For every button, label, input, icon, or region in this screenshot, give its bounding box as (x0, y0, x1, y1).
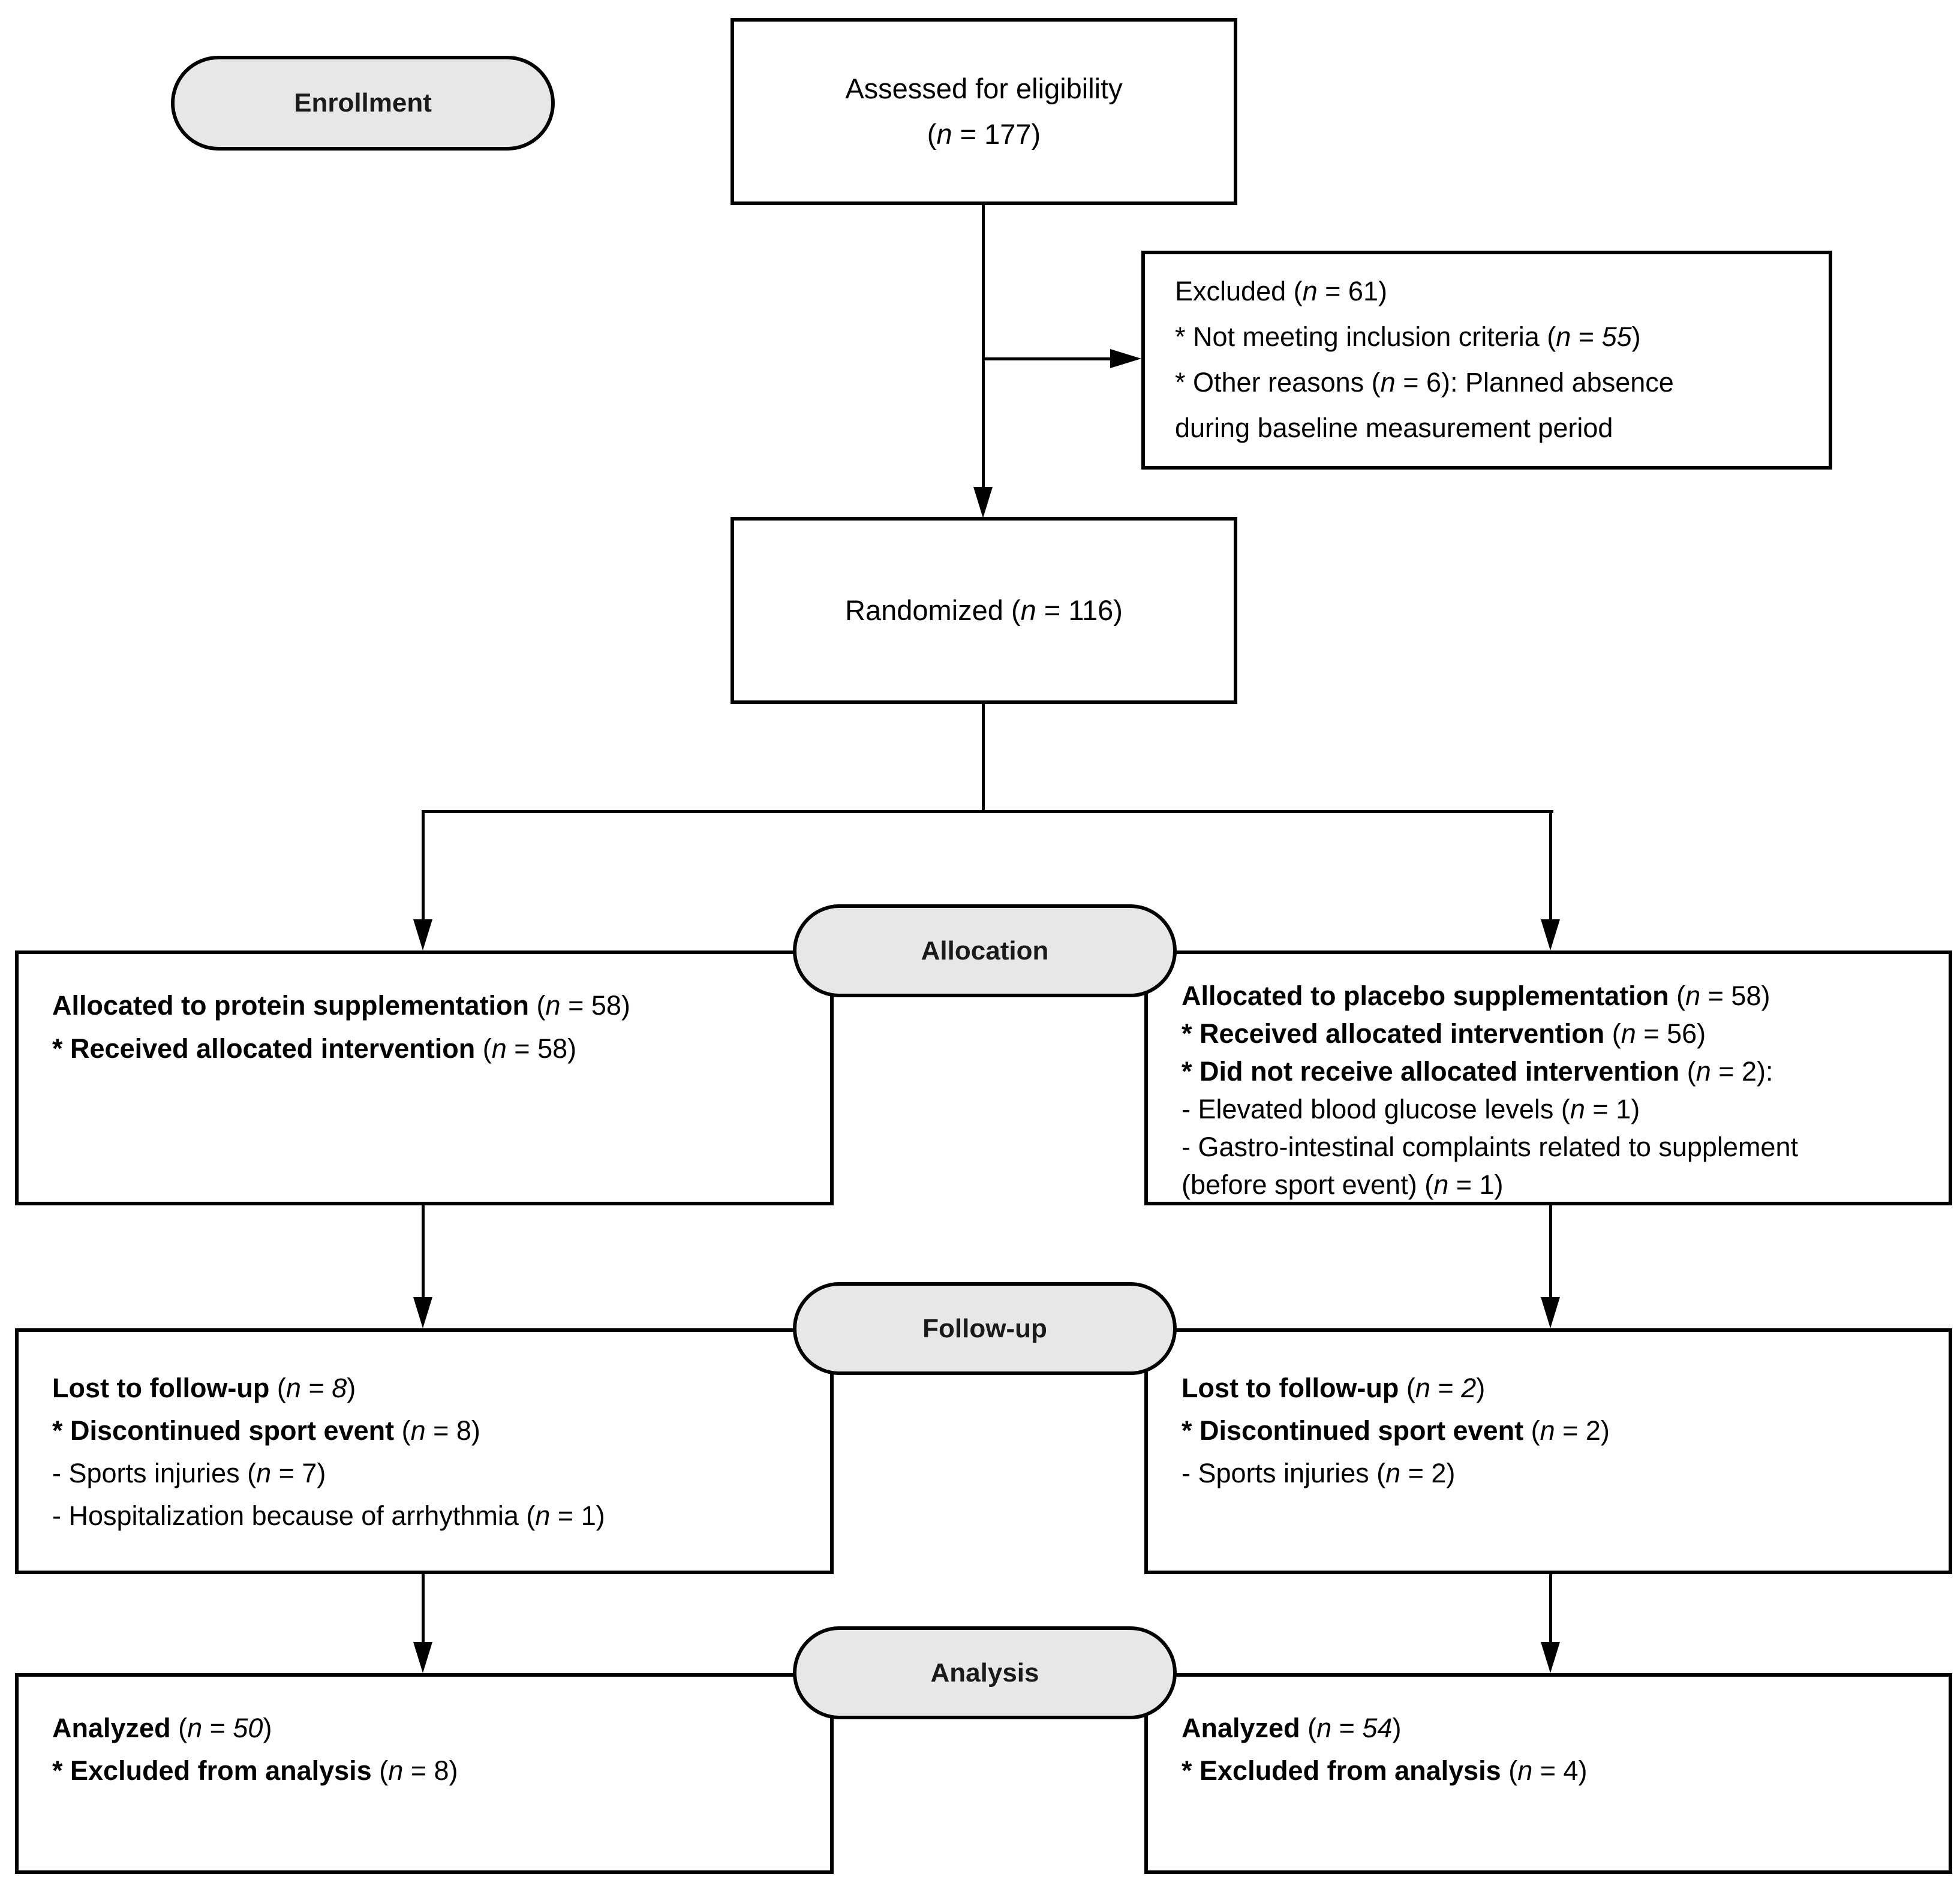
connector-alloc-to-followup-right (1549, 1205, 1552, 1298)
arrowhead-into-analysis-left (413, 1642, 432, 1673)
oval-enrollment-label: Enrollment (294, 88, 432, 118)
arrowhead-into-analysis-right (1541, 1642, 1560, 1673)
text-line: * Excluded from analysis (n = 8) (52, 1755, 458, 1786)
box-assessed-for-eligibility: Assessed for eligibility (n = 177) (731, 18, 1237, 205)
connector-branch-left (422, 810, 425, 921)
arrowhead-into-allocation-left (413, 919, 432, 950)
connector-randomized-down (982, 704, 985, 813)
arrowhead-into-followup-left (413, 1297, 432, 1328)
text-line: - Sports injuries (n = 2) (1182, 1458, 1456, 1488)
oval-followup-stage: Follow-up (793, 1282, 1177, 1375)
text-line: Analyzed (n = 54) (1182, 1713, 1402, 1743)
oval-allocation-stage: Allocation (793, 904, 1177, 997)
text-line: Allocated to protein supplementation (n … (52, 990, 630, 1021)
connector-to-excluded (982, 357, 1111, 360)
text-line: Lost to follow-up (n = 2) (1182, 1373, 1486, 1403)
connector-branch-right (1549, 810, 1552, 921)
box-allocated-protein: Allocated to protein supplementation (n … (15, 950, 834, 1205)
box-lost-to-followup-protein: Lost to follow-up (n = 8) * Discontinued … (15, 1328, 834, 1574)
connector-alloc-to-followup-left (422, 1205, 425, 1298)
box-analyzed-placebo: Analyzed (n = 54) * Excluded from analysi… (1144, 1673, 1952, 1874)
connector-branch-horizontal (422, 810, 1553, 813)
box-analyzed-protein: Analyzed (n = 50) * Excluded from analysi… (15, 1673, 834, 1874)
arrowhead-into-excluded (1110, 349, 1141, 368)
oval-allocation-label: Allocation (921, 936, 1049, 965)
text-line: Assessed for eligibility (845, 73, 1123, 104)
oval-enrollment-stage: Enrollment (171, 56, 555, 151)
text-line: * Discontinued sport event (n = 2) (1182, 1415, 1610, 1446)
text-line: * Received allocated intervention (n = 5… (52, 1033, 577, 1064)
text-line: * Excluded from analysis (n = 4) (1182, 1755, 1588, 1786)
text-line: Lost to follow-up (n = 8) (52, 1373, 356, 1403)
text-line: Excluded (n = 61) (1175, 276, 1387, 306)
text-line: - Hospitalization because of arrhythmia … (52, 1500, 605, 1531)
arrowhead-into-followup-right (1541, 1297, 1560, 1328)
text-line: - Elevated blood glucose levels (n = 1) (1182, 1094, 1640, 1124)
text-line: (before sport event) (n = 1) (1182, 1169, 1504, 1200)
arrowhead-into-randomized (973, 487, 993, 518)
text-line: Analyzed (n = 50) (52, 1713, 272, 1743)
text-line: * Not meeting inclusion criteria (n = 55… (1175, 321, 1641, 352)
text-line: - Gastro-intestinal complaints related t… (1182, 1132, 1798, 1162)
text-line: during baseline measurement period (1175, 413, 1613, 443)
box-allocated-placebo: Allocated to placebo supplementation (n … (1144, 950, 1952, 1205)
box-lost-to-followup-placebo: Lost to follow-up (n = 2) * Discontinued … (1144, 1328, 1952, 1574)
text-line: * Did not receive allocated intervention… (1182, 1056, 1773, 1087)
connector-followup-to-analysis-left (422, 1574, 425, 1643)
text-line: * Received allocated intervention (n = 5… (1182, 1018, 1706, 1049)
text-line: Randomized (n = 116) (845, 594, 1123, 626)
text-line: Allocated to placebo supplementation (n … (1182, 980, 1770, 1011)
oval-analysis-label: Analysis (930, 1658, 1039, 1688)
connector-followup-to-analysis-right (1549, 1574, 1552, 1643)
oval-analysis-stage: Analysis (793, 1626, 1177, 1719)
box-randomized: Randomized (n = 116) (731, 517, 1237, 704)
box-excluded: Excluded (n = 61) * Not meeting inclusion… (1141, 251, 1832, 470)
connector-assessed-to-randomized (982, 205, 985, 488)
arrowhead-into-allocation-right (1541, 919, 1560, 950)
text-line: (n = 177) (927, 118, 1041, 150)
text-line: * Other reasons (n = 6): Planned absence (1175, 367, 1674, 398)
oval-followup-label: Follow-up (922, 1313, 1047, 1343)
text-line: * Discontinued sport event (n = 8) (52, 1415, 480, 1446)
text-line: - Sports injuries (n = 7) (52, 1458, 326, 1488)
